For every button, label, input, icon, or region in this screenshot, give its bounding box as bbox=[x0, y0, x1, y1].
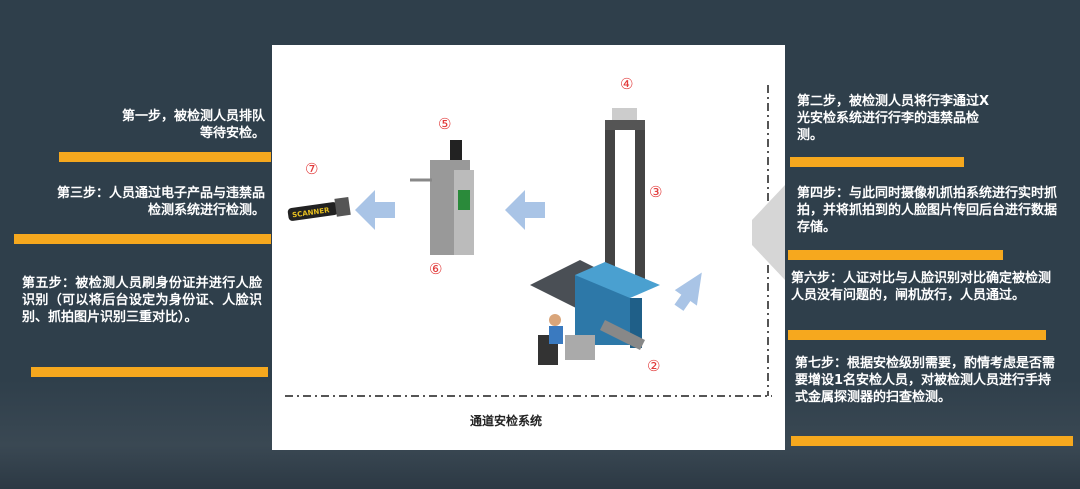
operator bbox=[538, 314, 595, 365]
label-7: ⑦ bbox=[305, 160, 319, 178]
label-3: ③ bbox=[649, 183, 663, 201]
step-7-bar bbox=[791, 436, 1073, 446]
step-1-text: 第一步，被检测人员排队等待安检。 bbox=[121, 109, 265, 141]
xray-machine bbox=[530, 260, 660, 350]
turnstile-gate bbox=[410, 140, 474, 255]
step-3-bar bbox=[14, 234, 271, 244]
label-4: ④ bbox=[620, 75, 634, 93]
step-7-text: 第七步：根据安检级别需要，酌情考虑是否需要增设1名安检人员，对被检测人员进行手持… bbox=[795, 356, 1056, 405]
step-4-bar bbox=[788, 250, 1003, 260]
diagram-caption: 通道安检系统 bbox=[470, 414, 543, 428]
step-4-text: 第四步：与此同时摄像机抓拍系统进行实时抓拍，并将抓拍到的人脸图片传回后台进行数据… bbox=[797, 186, 1058, 235]
entry-arrow bbox=[752, 185, 785, 280]
step-5-bar bbox=[31, 367, 268, 377]
step-2-text: 第二步，被检测人员将行李通过X光安检系统进行行李的违禁品检测。 bbox=[797, 94, 990, 143]
step-6-bar bbox=[788, 330, 1046, 340]
metal-detector-door bbox=[605, 108, 645, 285]
step-1-bar bbox=[59, 152, 271, 162]
arrow-up bbox=[674, 272, 702, 311]
camera bbox=[612, 108, 637, 120]
hand-held-detector: SCANNER bbox=[287, 196, 351, 221]
step-2-bar bbox=[790, 157, 964, 167]
step-5-text: 第五步：被检测人员刷身份证并进行人脸识别（可以将后台设定为身份证、人脸识别、抓拍… bbox=[22, 276, 262, 325]
arrow-left-2 bbox=[505, 190, 545, 230]
label-5: ⑤ bbox=[438, 115, 452, 133]
diagram-panel bbox=[272, 45, 785, 450]
label-6: ⑥ bbox=[429, 260, 443, 278]
step-3-text: 第三步：人员通过电子产品与违禁品检测系统进行检测。 bbox=[56, 186, 265, 218]
step-6-text: 第六步：人证对比与人脸识别对比确定被检测人员没有问题的，闸机放行，人员通过。 bbox=[791, 271, 1052, 303]
arrow-left-1 bbox=[355, 190, 395, 230]
label-2: ② bbox=[647, 357, 661, 375]
